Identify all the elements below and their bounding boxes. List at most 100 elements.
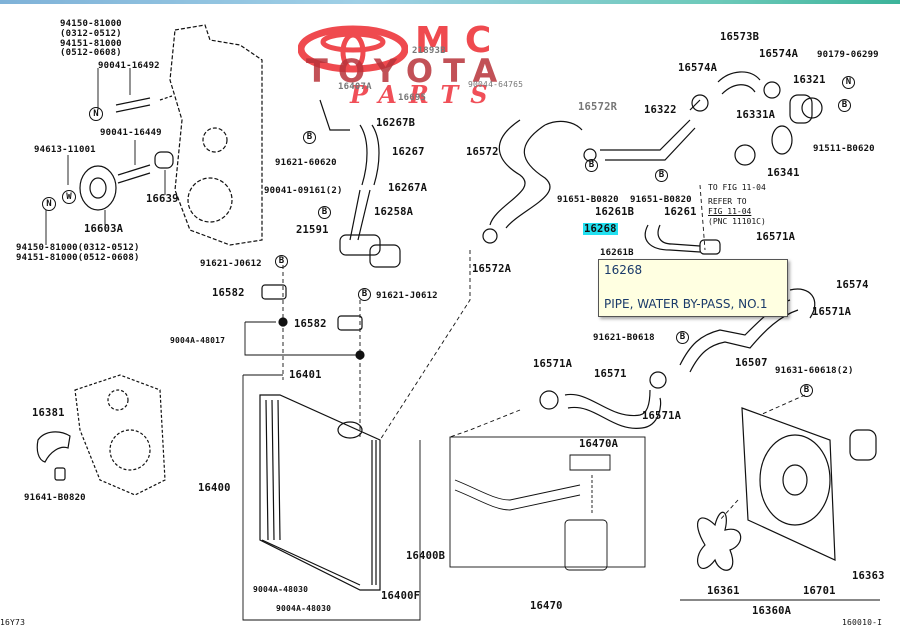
part-label-94151-81000-range[interactable]: 94151-81000(0512-0608) (16, 253, 140, 263)
part-label-91651-B0820[interactable]: 91651-B0820 (557, 195, 619, 205)
watermark-parts: PARTS (350, 80, 500, 109)
part-label-16701[interactable]: 16701 (803, 585, 836, 597)
upper-hose-drawing (482, 119, 583, 244)
part-label-16258A[interactable]: 16258A (374, 206, 414, 218)
lower-hose-drawing (539, 371, 667, 429)
part-label-16572R[interactable]: 16572R (578, 101, 618, 113)
part-label-90044-64765[interactable]: 90044-64765 (468, 80, 524, 89)
callout-b-icon: B (275, 255, 288, 268)
part-label-16322[interactable]: 16322 (644, 104, 677, 116)
part-label-91641-B0820[interactable]: 91641-B0820 (24, 493, 86, 503)
fan-shroud-drawing (680, 407, 880, 601)
radiator-support-brackets (242, 321, 421, 621)
callout-b-icon: B (585, 159, 598, 172)
reference-note-line: (PNC 11101C) (708, 217, 766, 226)
callout-n-icon: N (842, 76, 855, 89)
part-label-16582[interactable]: 16582 (212, 287, 245, 299)
bypass-hose-drawing (319, 99, 401, 268)
tooltip-part-number: 16268 (604, 263, 643, 277)
part-label-16400[interactable]: 16400 (198, 482, 231, 494)
part-label-16360A[interactable]: 16360A (752, 605, 792, 617)
part-label-94613-11001[interactable]: 94613-11001 (34, 145, 96, 155)
part-label-90041-16449[interactable]: 90041-16449 (100, 128, 162, 138)
part-label-16574A[interactable]: 16574A (678, 62, 718, 74)
part-label-16341[interactable]: 16341 (767, 167, 800, 179)
reference-note-line: REFER TO (708, 197, 747, 206)
part-label-16407A[interactable]: 16407A (338, 82, 372, 92)
part-label-21591[interactable]: 21591 (296, 224, 329, 236)
part-label-16267A[interactable]: 16267A (388, 182, 428, 194)
part-label-91631-60618[interactable]: 91631-60618(2) (775, 366, 854, 376)
part-label-16363[interactable]: 16363 (852, 570, 885, 582)
part-label-16401[interactable]: 16401 (289, 369, 322, 381)
part-label-16400B[interactable]: 16400B (406, 550, 446, 562)
reference-note[interactable]: TO FIG 11-04 REFER TO FIG 11-04 (PNC 111… (708, 183, 766, 227)
part-label-16573B[interactable]: 16573B (720, 31, 760, 43)
watermark-toyota: TOYOTA (306, 52, 508, 90)
brackets-16582 (261, 284, 365, 360)
window-top-gradient-bar (0, 0, 900, 4)
part-label-16261B[interactable]: 16261B (600, 248, 634, 258)
bypass-pipe-drawing (644, 224, 721, 255)
part-label-16267[interactable]: 16267 (392, 146, 425, 158)
part-label-91621-J0612[interactable]: 91621-J0612 (376, 291, 438, 301)
part-label-9004A-48030[interactable]: 9004A-48030 (253, 585, 309, 594)
timing-chain-cover-drawing (74, 374, 166, 496)
timing-cover-drawing (169, 24, 263, 246)
part-label-91621-B0618[interactable]: 91621-B0618 (593, 333, 655, 343)
part-label-16321[interactable]: 16321 (793, 74, 826, 86)
part-label-16571A[interactable]: 16571A (812, 306, 852, 318)
watermark-mc: MC (415, 20, 506, 61)
part-label-date-range: (0312-0512) (60, 29, 122, 39)
part-label-91621-J0612[interactable]: 91621-J0612 (200, 259, 262, 269)
part-label-91511-B0620[interactable]: 91511-B0620 (813, 144, 875, 154)
footer-fig-number: 160010-I (842, 618, 883, 627)
part-label-16331A[interactable]: 16331A (736, 109, 776, 121)
part-label-91651-B0820[interactable]: 91651-B0820 (630, 195, 692, 205)
part-label-16507[interactable]: 16507 (735, 357, 768, 369)
part-label-90041-16492[interactable]: 90041-16492 (98, 61, 160, 71)
part-label-16571A[interactable]: 16571A (533, 358, 573, 370)
part-label-16695[interactable]: 16695 (398, 93, 427, 103)
leader-lines-left (45, 68, 166, 245)
part-label-21893B[interactable]: 21893B (412, 46, 446, 56)
part-label-16571[interactable]: 16571 (594, 368, 627, 380)
callout-b-icon: B (318, 206, 331, 219)
part-label-9004A-48030[interactable]: 9004A-48030 (276, 604, 332, 613)
part-label-94150-81000-range[interactable]: 94150-81000(0312-0512) (16, 243, 140, 253)
part-label-16582[interactable]: 16582 (294, 318, 327, 330)
reference-note-line: TO FIG 11-04 (708, 183, 766, 192)
part-label-94151-81000[interactable]: 94151-81000 (60, 39, 122, 49)
part-label-16571A[interactable]: 16571A (642, 410, 682, 422)
part-label-16572A[interactable]: 16572A (472, 263, 512, 275)
part-label-16261B[interactable]: 16261B (595, 206, 635, 218)
part-label-16268-highlighted[interactable]: 16268 (583, 223, 618, 235)
part-label-16574[interactable]: 16574 (836, 279, 869, 291)
footer-fig-label: 16Y73 (0, 618, 26, 627)
part-label-16400F[interactable]: 16400F (381, 590, 421, 602)
part-label-91621-60620[interactable]: 91621-60620 (275, 158, 337, 168)
part-label-16361[interactable]: 16361 (707, 585, 740, 597)
callout-b-icon: B (838, 99, 851, 112)
callout-b-icon: B (800, 384, 813, 397)
part-label-90179-06299[interactable]: 90179-06299 (817, 50, 879, 60)
part-label-16572[interactable]: 16572 (466, 146, 499, 158)
part-label-94150-81000[interactable]: 94150-81000 (60, 19, 122, 29)
part-label-16261[interactable]: 16261 (664, 206, 697, 218)
part-label-16571A[interactable]: 16571A (756, 231, 796, 243)
part-label-9004A-48017[interactable]: 9004A-48017 (170, 336, 226, 345)
thermostat-housing-drawing (691, 71, 823, 166)
part-label-16470A[interactable]: 16470A (579, 438, 619, 450)
part-label-date-range: (0512-0608) (60, 48, 122, 58)
part-label-16267B[interactable]: 16267B (376, 117, 416, 129)
callout-n-icon: N (89, 107, 103, 121)
callout-w-icon: W (62, 190, 76, 204)
part-label-16574A[interactable]: 16574A (759, 48, 799, 60)
part-label-16603A[interactable]: 16603A (84, 223, 124, 235)
toyota-logo-icon (298, 25, 408, 73)
part-label-16381[interactable]: 16381 (32, 407, 65, 419)
part-label-16470[interactable]: 16470 (530, 600, 563, 612)
part-label-16639[interactable]: 16639 (146, 193, 179, 205)
part-label-90041-09161[interactable]: 90041-09161(2) (264, 186, 343, 196)
